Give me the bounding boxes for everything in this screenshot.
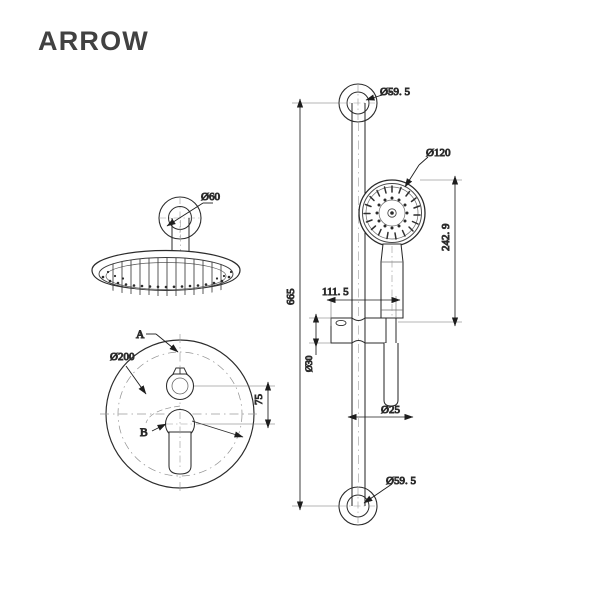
rail-bracket-bottom <box>338 486 378 526</box>
dimension-bracket-top-diameter: Ø59. 5 <box>365 86 411 101</box>
label-mixer-plate-diameter: Ø200 <box>110 351 135 363</box>
label-bracket-top-diameter: Ø59. 5 <box>380 86 410 98</box>
callout-mixer-lower-ref: B <box>140 423 167 440</box>
hand-shower-handle <box>380 243 404 319</box>
shower-hose-stub <box>383 343 399 407</box>
label-holder-diameter: Ø30 <box>305 355 315 372</box>
label-rail-tube-diameter: Ø25 <box>381 404 400 416</box>
dimension-overhead-flange-diameter: Ø60 <box>166 191 221 227</box>
label-overhead-flange-diameter: Ø60 <box>201 191 220 203</box>
label-holder-offset: 111. 5 <box>322 286 349 298</box>
label-bracket-bottom-diameter: Ø59. 5 <box>386 475 416 487</box>
dimension-rail-total-height: 665 <box>285 98 339 511</box>
dimension-handshower-head-diameter: Ø120 <box>404 147 451 188</box>
label-mixer-handle-spacing: 75 <box>253 394 265 406</box>
overhead-shower-head <box>91 249 241 296</box>
mixer-bolt-circle <box>117 351 243 477</box>
mixer-upper-knob <box>165 367 195 401</box>
dimension-bracket-bottom-diameter: Ø59. 5 <box>363 475 417 504</box>
view-slide-rail-handshower: 665 242. 9 Ø120 Ø59. <box>285 83 462 526</box>
label-mixer-lower-ref: B <box>140 427 148 439</box>
dimension-holder-diameter: Ø30 <box>305 313 331 373</box>
callout-mixer-upper-ref: A <box>136 329 179 353</box>
page-title: ARROW <box>38 26 149 56</box>
slide-rail-tube <box>351 103 366 506</box>
view-overhead-rain-shower: Ø60 <box>91 191 241 296</box>
label-handshower-height: 242. 9 <box>440 223 452 251</box>
view-concealed-mixer-valve: A B Ø200 75 <box>100 329 275 494</box>
label-handshower-head-diameter: Ø120 <box>426 147 451 159</box>
hand-shower-head <box>358 179 426 247</box>
label-rail-total-height: 665 <box>285 288 297 305</box>
dimension-mixer-handle-spacing: 75 <box>194 381 275 429</box>
dimension-rail-tube-diameter: Ø25 <box>347 404 414 421</box>
label-mixer-upper-ref: A <box>136 329 145 341</box>
dimension-mixer-plate-diameter: Ø200 <box>110 351 147 395</box>
dimension-handshower-height: 242. 9 <box>398 175 462 327</box>
rail-bracket-top <box>338 83 378 123</box>
dimension-holder-offset: 111. 5 <box>322 286 401 326</box>
mixer-lower-lever <box>145 405 244 475</box>
